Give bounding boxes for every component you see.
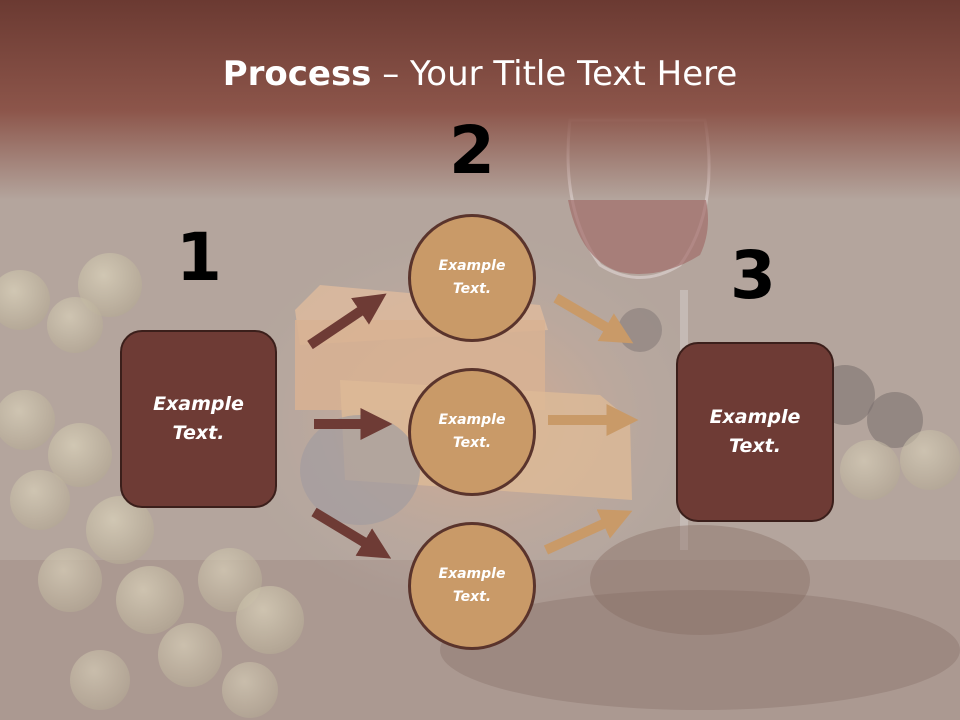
circle-middle-line2: Text. [452, 435, 492, 451]
title-bold: Process [222, 54, 372, 94]
circle-top-line1: Example [438, 258, 506, 274]
arrow-1-to-circle-top [307, 293, 387, 350]
title-rest: – Your Title Text Here [371, 54, 738, 94]
step-1-text-line1: Example [153, 393, 244, 415]
circle-top-line2: Text. [452, 281, 492, 297]
arrow-circle-top-to-3 [553, 293, 634, 344]
step-3-text-line1: Example [709, 406, 801, 428]
step-number-1: 1 [176, 219, 222, 296]
title-band [0, 0, 960, 200]
arrow-circle-bottom-to-3 [543, 509, 633, 555]
slide-title: Process – Your Title Text Here [0, 52, 960, 96]
step-3-box[interactable]: Example Text. [676, 342, 834, 522]
circle-bottom[interactable]: Example Text. [408, 522, 536, 650]
circle-middle[interactable]: Example Text. [408, 368, 536, 496]
step-number-2: 2 [449, 112, 495, 189]
step-1-box[interactable]: Example Text. [120, 330, 277, 508]
circle-bottom-line2: Text. [452, 589, 492, 605]
step-3-text-line2: Text. [729, 435, 781, 457]
circle-middle-line1: Example [438, 412, 506, 428]
step-number-3: 3 [730, 237, 776, 314]
arrow-1-to-circle-bottom [311, 507, 392, 559]
circle-bottom-line1: Example [438, 566, 506, 582]
circle-top[interactable]: Example Text. [408, 214, 536, 342]
step-1-text-line2: Text. [172, 422, 225, 444]
